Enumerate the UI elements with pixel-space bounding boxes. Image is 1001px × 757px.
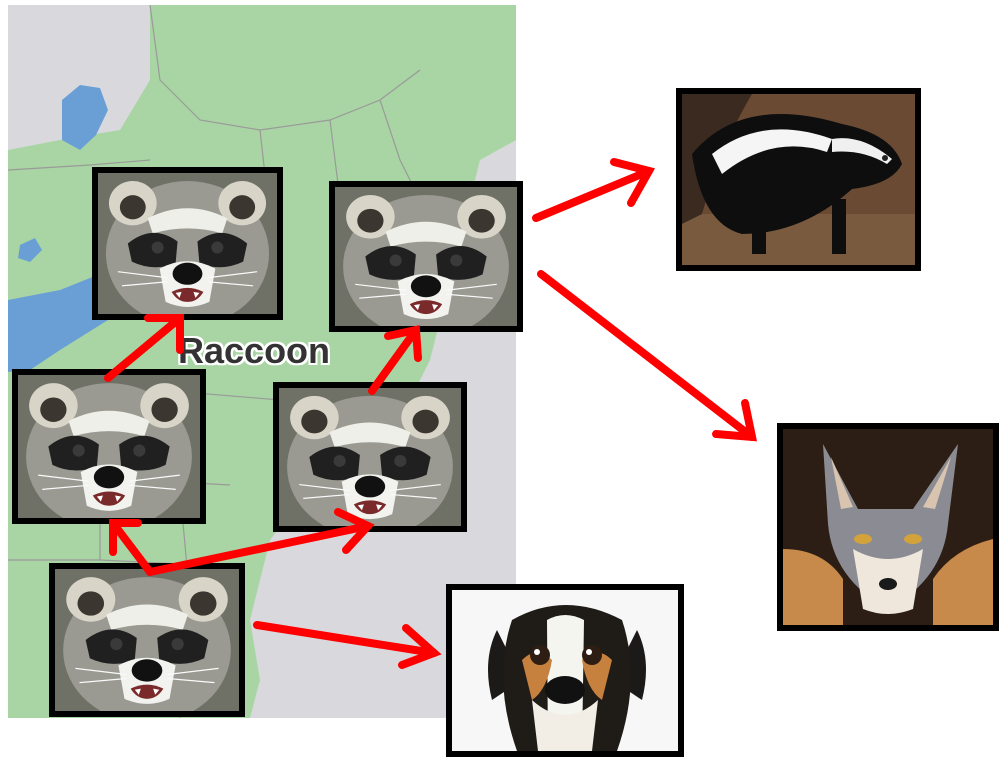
raccoon-image <box>55 569 239 711</box>
raccoon-photo-top-left <box>92 167 283 320</box>
raccoon-image <box>279 388 461 526</box>
lake-water-small <box>62 85 108 150</box>
raccoon-photo-middle-right <box>273 382 467 532</box>
raccoon-photo-middle-left <box>12 369 206 524</box>
dog-photo <box>446 584 684 757</box>
raccoon-image <box>18 375 200 518</box>
raccoon-photo-bottom <box>49 563 245 717</box>
skunk-photo <box>676 88 921 271</box>
raccoon-image <box>98 173 277 314</box>
map-region-label: Raccoon <box>178 330 331 371</box>
skunk-image <box>682 94 915 265</box>
ocean-area <box>300 160 516 718</box>
raccoon-image <box>335 187 517 326</box>
fox-photo <box>777 423 999 631</box>
fox-image <box>783 429 993 625</box>
raccoon-photo-top-right <box>329 181 523 332</box>
lake-water-tiny <box>18 238 42 262</box>
dog-image <box>452 590 678 751</box>
